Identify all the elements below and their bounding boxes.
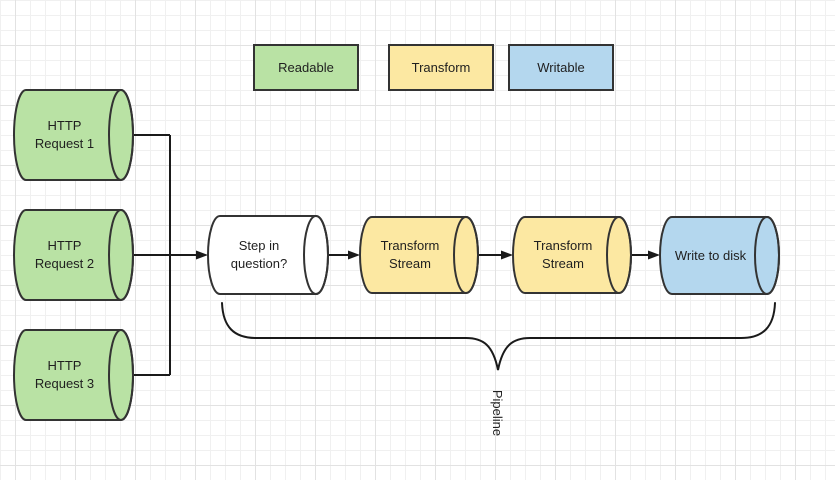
legend-readable-label: Readable — [278, 60, 334, 75]
legend-readable: Readable — [253, 44, 359, 91]
write-to-disk-cylinder-rim — [754, 216, 780, 295]
http-request-2-cylinder-rim — [108, 209, 134, 301]
step-in-question-cylinder — [207, 215, 329, 295]
http-request-3-cylinder-rim — [108, 329, 134, 421]
http-request-1-cylinder — [13, 89, 134, 181]
http-request-2-cylinder — [13, 209, 134, 301]
http-request-3-cylinder — [13, 329, 134, 421]
pipeline-annotation: Pipeline — [490, 389, 506, 437]
transform-stream-2-cylinder-rim — [606, 216, 632, 294]
transform-stream-1-cylinder-rim — [453, 216, 479, 294]
arrowhead-icon — [501, 250, 513, 260]
legend-writable-label: Writable — [537, 60, 585, 75]
legend-transform-label: Transform — [411, 60, 471, 75]
transform-stream-2-cylinder — [512, 216, 632, 294]
legend-transform: Transform — [388, 44, 494, 91]
legend-writable: Writable — [508, 44, 614, 91]
pipeline-brace — [221, 302, 776, 371]
step-in-question-cylinder-rim — [303, 215, 329, 295]
arrowhead-icon — [648, 250, 660, 260]
arrowhead-icon — [348, 250, 360, 260]
arrowhead-icon — [196, 250, 208, 260]
http-request-1-cylinder-rim — [108, 89, 134, 181]
transform-stream-1-cylinder — [359, 216, 479, 294]
write-to-disk-cylinder — [659, 216, 780, 295]
